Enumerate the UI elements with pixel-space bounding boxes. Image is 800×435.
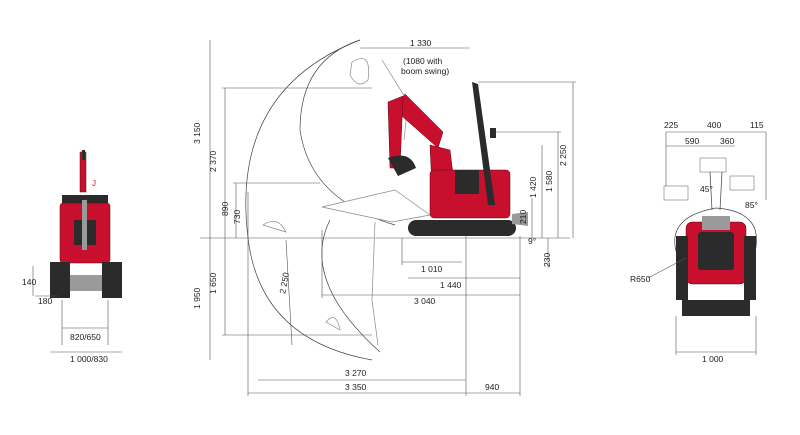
front-view: J 140 180 820/650 1 000/830 <box>22 150 122 364</box>
ghost-bucket-top <box>349 58 369 85</box>
side-dozer-blade <box>512 212 528 226</box>
rear-bucket-center <box>699 157 727 173</box>
dim-1330-note-1: (1080 with <box>403 56 442 66</box>
dim-1650-label: 1 650 <box>208 272 218 294</box>
dim-940-label: 940 <box>485 382 499 392</box>
rops-lamp <box>490 128 496 138</box>
dim-2250-label: 2 250 <box>558 144 568 166</box>
front-dim-180-label: 180 <box>38 296 52 306</box>
dim-9deg-label: 9° <box>528 236 536 246</box>
ghost-arm-down <box>371 221 379 346</box>
rear-dim-225-label: 225 <box>664 120 678 130</box>
front-marker-label: J <box>92 179 96 188</box>
rops-frame <box>472 82 495 205</box>
ghost-arm-forward <box>321 189 431 223</box>
front-dim-820-label: 820/650 <box>70 332 101 342</box>
rear-boom-bracket <box>702 216 730 230</box>
front-dim-140-label: 140 <box>22 277 36 287</box>
dim-230-label: 230 <box>542 253 552 267</box>
rear-dim-400-label: 400 <box>707 120 721 130</box>
dig-arc <box>321 219 381 353</box>
ghost-bucket-left <box>262 220 287 233</box>
front-dim-1000-label: 1 000/830 <box>70 354 108 364</box>
rear-view: 225 400 115 590 360 45° 85° R650 1 000 <box>630 120 767 364</box>
dim-1950-label: 1 950 <box>192 287 202 309</box>
rear-dim-115-label: 115 <box>750 120 764 130</box>
dim-3150-label: 3 150 <box>192 122 202 144</box>
rear-angle-85: 85° <box>745 200 758 210</box>
ghost-bucket-low <box>325 317 341 331</box>
rear-radius-line <box>647 257 687 279</box>
dim-1420-label: 1 420 <box>528 176 538 198</box>
dim-1580-label: 1 580 <box>544 170 554 192</box>
rear-bucket-right <box>729 175 755 191</box>
rear-dim-590-label: 590 <box>685 136 699 146</box>
dim-890-label: 890 <box>220 202 230 216</box>
dim-3350-label: 3 350 <box>345 382 367 392</box>
rear-dim-360-label: 360 <box>720 136 734 146</box>
rear-engine-cover <box>698 232 734 270</box>
dim-3270-label: 3 270 <box>345 368 367 378</box>
rear-dozer-blade <box>682 300 750 316</box>
dim-1330-label: 1 330 <box>410 38 432 48</box>
front-undercarriage <box>70 275 102 291</box>
dim-1330-note-2: boom swing) <box>401 66 449 76</box>
rear-swing-arc <box>674 207 757 263</box>
dim-2250b-label: 2 250 <box>277 271 291 294</box>
dim-1010-label: 1 010 <box>421 264 443 274</box>
side-track <box>408 220 516 236</box>
side-view: 3 150 2 370 890 730 1 950 1 650 2 250 1 … <box>192 38 576 396</box>
rear-arm-lines <box>709 171 723 211</box>
dim-1440-label: 1 440 <box>440 280 462 290</box>
front-arm-lower <box>82 200 87 250</box>
front-right-track <box>102 262 122 298</box>
dim-2250b-line <box>285 239 293 346</box>
rear-dim-1000-label: 1 000 <box>702 354 724 364</box>
front-blade <box>62 195 108 203</box>
rear-left-track <box>676 236 688 300</box>
side-bucket <box>388 155 416 176</box>
dim-730-label: 730 <box>232 210 242 224</box>
side-seat <box>455 170 479 194</box>
rear-angle-45: 45° <box>700 184 713 194</box>
front-left-track <box>50 262 70 298</box>
rear-radius-label: R650 <box>630 274 651 284</box>
front-arm-cylinder <box>82 150 85 160</box>
dim-210-label: 210 <box>518 210 528 224</box>
dim-3040-label: 3 040 <box>414 296 436 306</box>
dim-2370-label: 2 370 <box>208 150 218 172</box>
rear-right-track <box>744 236 756 300</box>
rear-bucket-left <box>663 185 689 201</box>
